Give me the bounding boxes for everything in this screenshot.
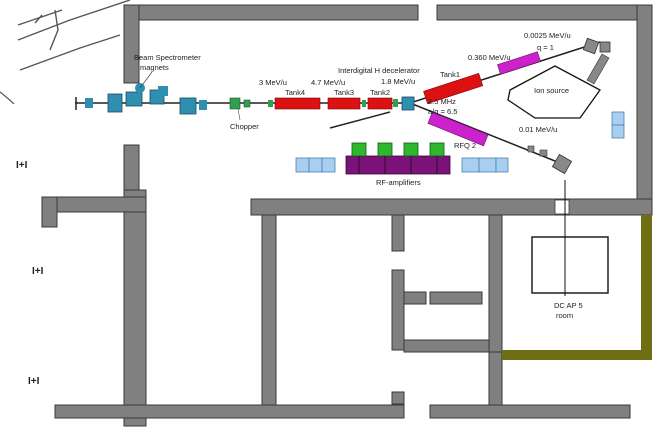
wall-left-horizontal <box>41 196 147 213</box>
wall-middle-horizontal <box>250 198 653 216</box>
wall-inner-door <box>391 391 405 405</box>
beam-line-elements <box>268 99 398 107</box>
ion-source-elements <box>527 37 611 175</box>
side-mark-1: I+I <box>16 160 28 171</box>
ion-source-hexagon <box>507 65 601 119</box>
side-mark-3: I+I <box>28 376 40 387</box>
wall-inner-stub3 <box>403 339 503 353</box>
label-energy-036: 0.360 MeV/u <box>468 53 511 62</box>
label-energy-00025: 0.0025 MeV/u <box>524 31 571 40</box>
tank4 <box>274 97 321 110</box>
label-energy-47: 4.7 MeV/u <box>311 78 345 87</box>
label-q: q = 1 <box>537 43 554 52</box>
label-ion-source: Ion source <box>534 86 569 95</box>
building-walls <box>41 4 653 427</box>
wall-inner-right <box>488 214 503 366</box>
wall-bottom-right <box>429 404 631 419</box>
rfq-lower <box>427 111 489 147</box>
room-box <box>531 236 609 294</box>
label-room-2: room <box>556 311 573 320</box>
wall-left-vertical <box>123 4 140 84</box>
wall-right-vertical <box>636 4 653 207</box>
diagram-labels: Beam Spectrometer magnets Chopper 3 MeV/… <box>134 31 583 320</box>
door-gap <box>554 199 570 215</box>
label-energy-001: 0.01 MeV/u <box>519 125 557 134</box>
wall-top-right <box>436 4 653 21</box>
tank3 <box>327 97 361 110</box>
green-amplifiers <box>351 142 445 157</box>
wall-left-corner <box>123 189 147 427</box>
label-energy-3: 3 MeV/u <box>259 78 287 87</box>
label-beam-spectrometer: Beam Spectrometer <box>134 53 201 62</box>
label-chopper: Chopper <box>230 122 259 131</box>
label-tank-spec2: a/q = 6.5 <box>428 107 457 116</box>
interdigital-decelerator <box>401 96 415 111</box>
label-tank2: Tank2 <box>370 88 390 97</box>
wall-inner-bottom-right <box>488 351 503 408</box>
tank1 <box>423 72 484 104</box>
wall-inner-mid1 <box>391 214 405 252</box>
amplifier-connectors <box>358 156 438 174</box>
spectrometer-magnets <box>85 83 207 115</box>
side-mark-2: I+I <box>32 266 44 277</box>
corridor-arc <box>0 91 15 105</box>
label-rfq: RFQ 2 <box>454 141 476 150</box>
label-interdigital: Interdigital H decelerator <box>338 66 420 75</box>
wall-inner-stub2 <box>429 291 483 305</box>
olive-wall-horizontal <box>502 350 652 360</box>
label-room: DC AP 5 <box>554 301 583 310</box>
label-rf-platform: RF-amplifiers <box>376 178 421 187</box>
tank2 <box>367 97 393 110</box>
wall-middle-left-stub <box>123 144 140 191</box>
spectrometer-pointer <box>139 71 153 89</box>
blue-boxes-side <box>611 111 625 139</box>
wall-top-left <box>123 4 419 21</box>
olive-wall-vertical <box>641 215 652 360</box>
wall-bottom-left <box>54 404 405 419</box>
label-tank3: Tank3 <box>334 88 354 97</box>
rf-amplifier-platform <box>345 155 451 175</box>
olive-walls <box>502 215 652 360</box>
wall-left-stub <box>41 196 58 228</box>
blue-boxes-left <box>295 157 336 173</box>
rfq-upper <box>497 51 541 75</box>
side-marks: I+I I+I I+I <box>16 160 44 387</box>
corridor-sketch <box>17 0 131 71</box>
label-magnets: magnets <box>140 63 169 72</box>
label-energy-18: 1.8 MeV/u <box>381 77 415 86</box>
label-tank4: Tank4 <box>285 88 305 97</box>
wall-inner-stub1 <box>403 291 427 305</box>
blue-boxes-right <box>461 157 509 173</box>
label-tank-spec: 2.5 MHz <box>428 97 456 106</box>
label-tank1: Tank1 <box>440 70 460 79</box>
wall-inner-mid2 <box>391 269 405 351</box>
wall-inner-left <box>261 214 277 408</box>
chopper-elements <box>229 97 251 110</box>
chopper-pointer <box>237 108 241 121</box>
